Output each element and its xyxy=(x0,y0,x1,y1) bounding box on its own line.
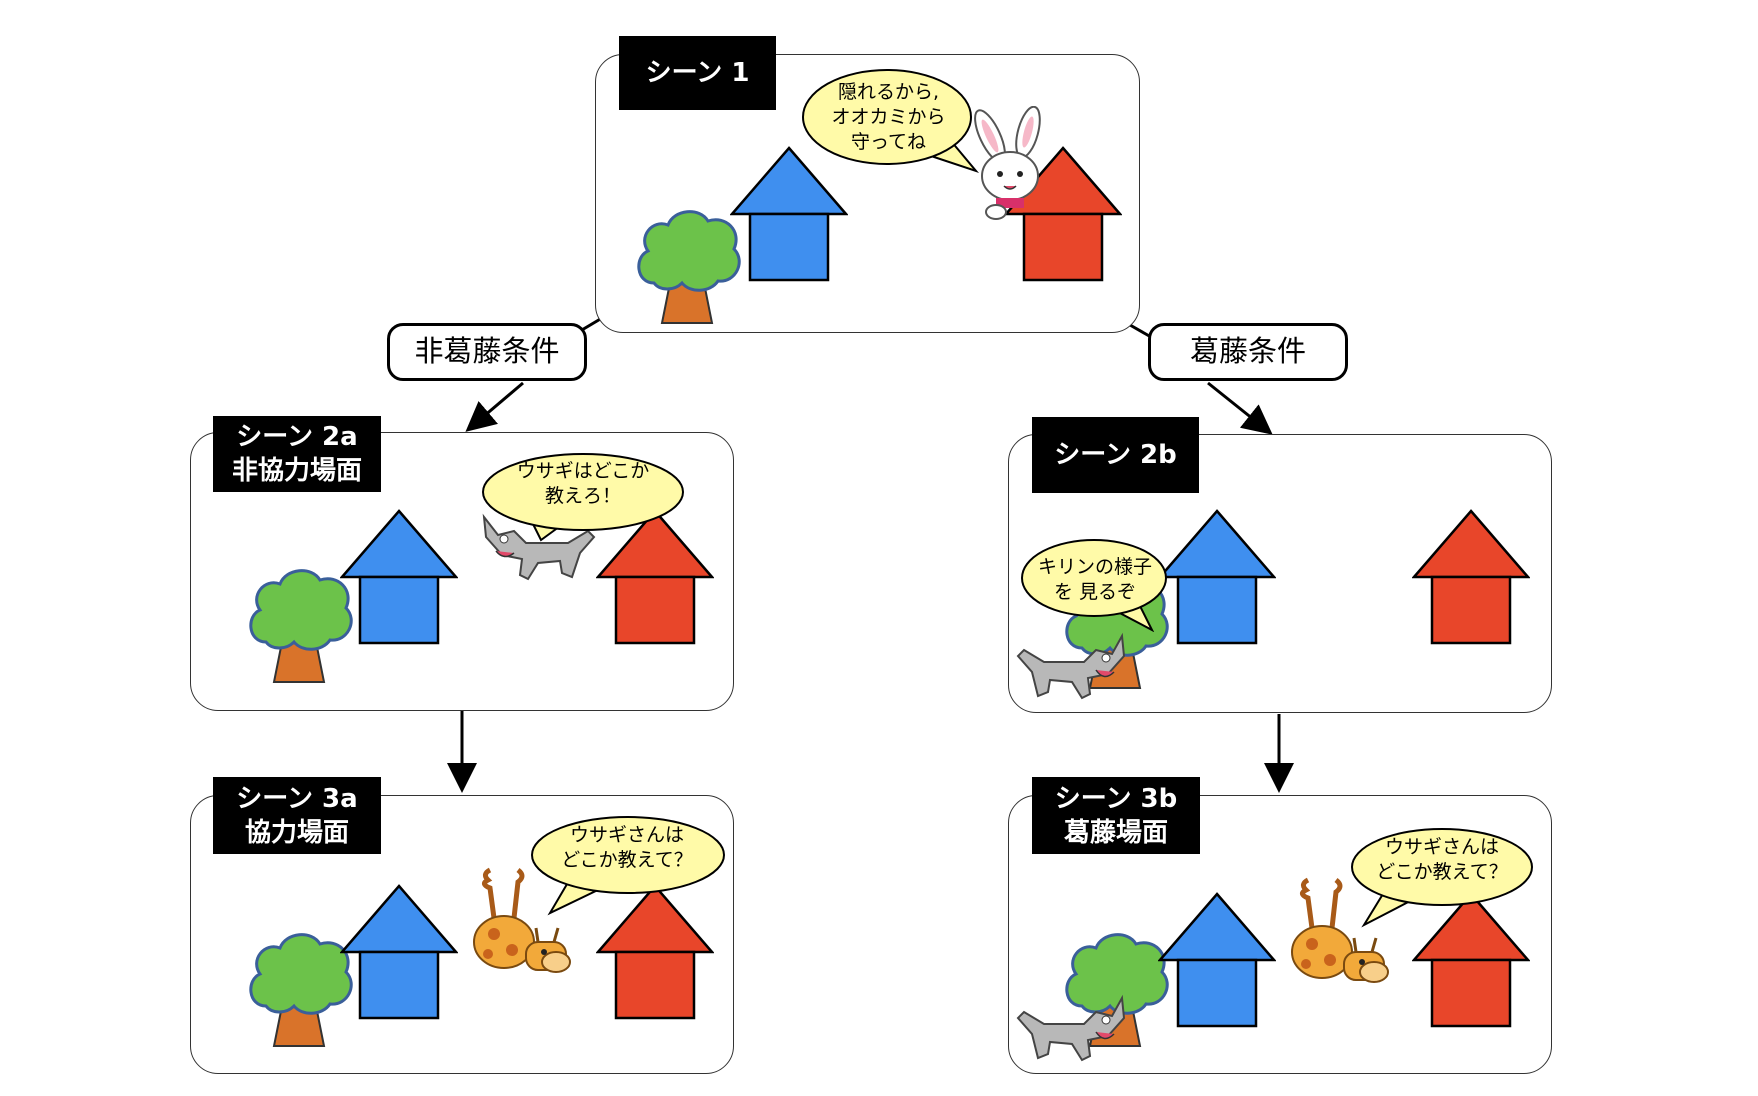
scene-tag-label: シーン 3b xyxy=(1054,783,1178,814)
bubble-line: ウサギさんは xyxy=(569,824,684,846)
blue-house-icon xyxy=(1158,509,1276,645)
wolf-icon xyxy=(1016,632,1126,700)
scene-1-tag: シーン 1 xyxy=(619,36,776,110)
bubble-line: 隠れるから, xyxy=(837,81,940,103)
scene-3b-bubble-text: ウサギさんは どこか教えて？ xyxy=(1362,835,1522,885)
bubble-line: キリンの様子 xyxy=(1037,556,1152,578)
scene-2a-tag: シーン 2a 非協力場面 xyxy=(213,416,381,492)
red-house-icon xyxy=(1004,146,1122,282)
red-house-icon xyxy=(1412,509,1530,645)
giraffe-icon xyxy=(1291,877,1389,983)
blue-house-icon xyxy=(340,884,458,1020)
speech-bubble-icon xyxy=(1021,539,1167,632)
red-house-icon xyxy=(596,884,714,1020)
bubble-line: どこか教えて？ xyxy=(561,849,693,871)
scene-3a-tag: シーン 3a 協力場面 xyxy=(213,777,381,854)
bubble-line: ウサギはどこか xyxy=(516,460,650,482)
scene-2b-bubble-text: キリンの様子 を 見るぞ xyxy=(1030,555,1160,605)
speech-bubble-icon xyxy=(531,816,725,916)
scene-tag-sublabel: 非協力場面 xyxy=(231,456,362,486)
scene-tag-label: シーン 2b xyxy=(1054,440,1177,470)
scene-3a-bubble-text: ウサギさんは どこか教えて？ xyxy=(542,823,712,873)
tree-icon xyxy=(637,210,741,324)
tree-icon xyxy=(249,569,353,683)
scene-3b-tag: シーン 3b 葛藤場面 xyxy=(1032,777,1200,854)
speech-bubble-icon xyxy=(802,69,980,174)
blue-house-icon xyxy=(340,509,458,645)
scene-tag-sublabel: 葛藤場面 xyxy=(1063,817,1168,848)
blue-house-icon xyxy=(730,146,848,282)
scene-2b-tag: シーン 2b xyxy=(1032,417,1199,493)
bubble-line: どこか教えて？ xyxy=(1376,861,1508,883)
scene-tag-sublabel: 協力場面 xyxy=(244,817,349,848)
blue-house-icon xyxy=(1158,892,1276,1028)
speech-bubble-icon xyxy=(482,453,684,542)
condition-left-label: 非葛藤条件 xyxy=(387,323,587,381)
tree-icon xyxy=(249,933,353,1047)
scene-tag-label: シーン 3a xyxy=(236,783,358,814)
scene-tag-label: シーン 1 xyxy=(645,58,750,88)
rabbit-icon xyxy=(974,106,1041,220)
bubble-line: ウサギさんは xyxy=(1384,836,1499,858)
bubble-line: を 見るぞ xyxy=(1053,581,1137,603)
scene-1-bubble-text: 隠れるから, オオカミから 守ってね xyxy=(821,80,956,155)
wolf-icon xyxy=(482,513,596,581)
wolf-icon xyxy=(1016,994,1126,1062)
scene-2a-bubble-text: ウサギはどこか 教えろ！ xyxy=(498,459,668,509)
bubble-line: 教えろ！ xyxy=(544,485,621,507)
condition-right-label: 葛藤条件 xyxy=(1148,323,1348,381)
bubble-line: 守ってね xyxy=(850,131,927,153)
red-house-icon xyxy=(1412,892,1530,1028)
scene-tag-label: シーン 2a xyxy=(236,422,358,452)
speech-bubble-icon xyxy=(1351,828,1533,928)
giraffe-icon xyxy=(473,867,571,973)
red-house-icon xyxy=(596,509,714,645)
bubble-line: オオカミから xyxy=(831,106,946,128)
